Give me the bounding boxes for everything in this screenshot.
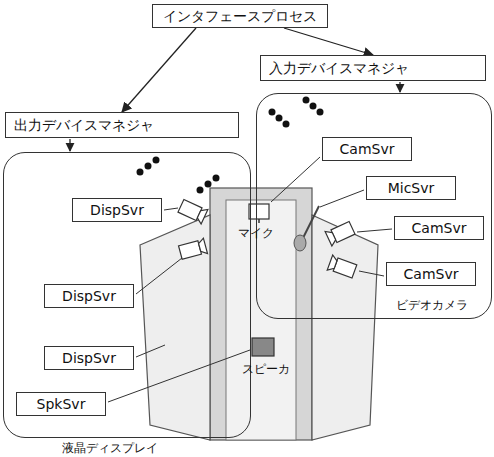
- device-label: ビデオカメラ: [396, 298, 468, 312]
- process-box: CamSvr: [322, 137, 412, 161]
- connector-arrow: [122, 28, 196, 112]
- device-label: 液晶ディスプレイ: [62, 441, 158, 455]
- node-text: CamSvr: [403, 219, 475, 237]
- leader-line: [164, 208, 178, 210]
- node-text: インタフェースプロセス: [161, 7, 319, 25]
- projector-icon: [178, 199, 208, 224]
- node-text: DispSvr: [53, 349, 125, 367]
- microphone-stand: [302, 206, 319, 240]
- display-panel: [140, 215, 210, 440]
- process-box: SpkSvr: [16, 392, 106, 416]
- projector-icon: [178, 238, 207, 260]
- node-text: MicSvr: [375, 179, 447, 197]
- node-text: SpkSvr: [25, 395, 97, 413]
- video-camera: [327, 255, 357, 279]
- node-text: DispSvr: [81, 201, 153, 219]
- device-label: スピーカ: [242, 362, 290, 376]
- node-text: DispSvr: [53, 287, 125, 305]
- leader-line: [359, 271, 384, 276]
- manager-arrow: [399, 82, 400, 92]
- booth-wall: [210, 188, 312, 440]
- manager-label: 入力デバイスマネジャ: [260, 55, 486, 81]
- leader-line: [320, 190, 364, 207]
- display-panel: [312, 215, 378, 440]
- leader-line: [357, 229, 392, 232]
- process-box: インタフェースプロセス: [152, 4, 328, 28]
- microphone-icon: [294, 235, 306, 251]
- process-box: MicSvr: [366, 176, 456, 200]
- video-camera: [325, 221, 355, 246]
- process-box: CamSvr: [394, 216, 484, 240]
- manager-arrow: [69, 139, 70, 151]
- leader-line: [136, 258, 182, 294]
- leader-line: [136, 345, 165, 357]
- booth-inner: [226, 200, 296, 440]
- connector-arrow: [284, 28, 373, 55]
- node-text: CamSvr: [395, 265, 467, 283]
- node-text: CamSvr: [331, 140, 403, 158]
- leader-lines: [108, 157, 392, 402]
- process-box: DispSvr: [44, 346, 134, 370]
- process-box: DispSvr: [72, 198, 162, 222]
- monitor-icon: [249, 204, 269, 219]
- speaker-icon: [252, 338, 274, 356]
- manager-group: 入力デバイスマネジャCamSvrMicSvrCamSvrCamSvr: [256, 55, 492, 319]
- process-box: CamSvr: [386, 262, 476, 286]
- process-box: DispSvr: [44, 284, 134, 308]
- manager-label: 出力デバイスマネジャ: [5, 112, 239, 138]
- monitor-stand: [258, 219, 260, 223]
- device-label: マイク: [238, 226, 274, 240]
- leader-line: [271, 157, 320, 202]
- manager-group: 出力デバイスマネジャDispSvrDispSvrDispSvrSpkSvr: [3, 112, 251, 438]
